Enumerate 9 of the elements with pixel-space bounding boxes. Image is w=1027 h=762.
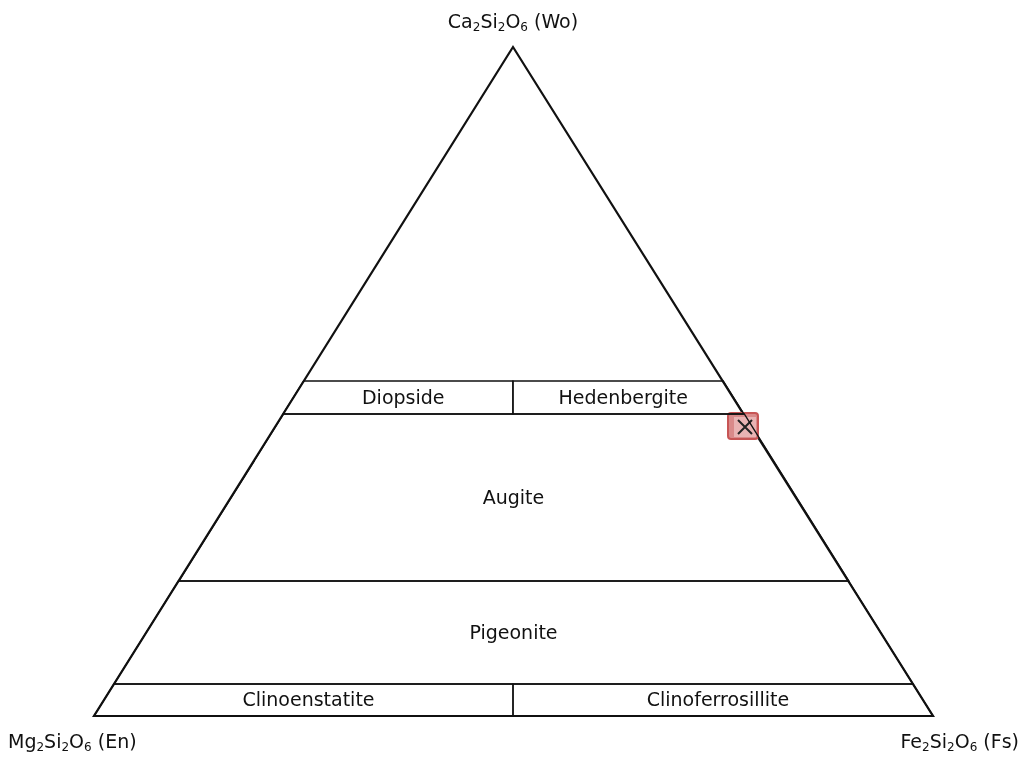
mineral-name: Augite	[482, 485, 545, 508]
mineral-name: Hedenbergite	[558, 385, 688, 408]
mineral-name: Clinoenstatite	[242, 688, 375, 710]
end-member-label: Ca$_{2}$Si$_{2}$O$_{6}$ (Wo)	[447, 10, 579, 34]
end-member-label: Fe$_{2}$Si$_{2}$O$_{6}$ (Fs)	[900, 730, 1019, 754]
mineral-name: Clinoferrosillite	[646, 688, 790, 710]
mineral-name: Diopside	[361, 385, 445, 408]
end-member-label: Mg$_{2}$Si$_{2}$O$_{6}$ (En)	[8, 730, 137, 754]
mineral-name: Pigeonite	[469, 620, 558, 643]
